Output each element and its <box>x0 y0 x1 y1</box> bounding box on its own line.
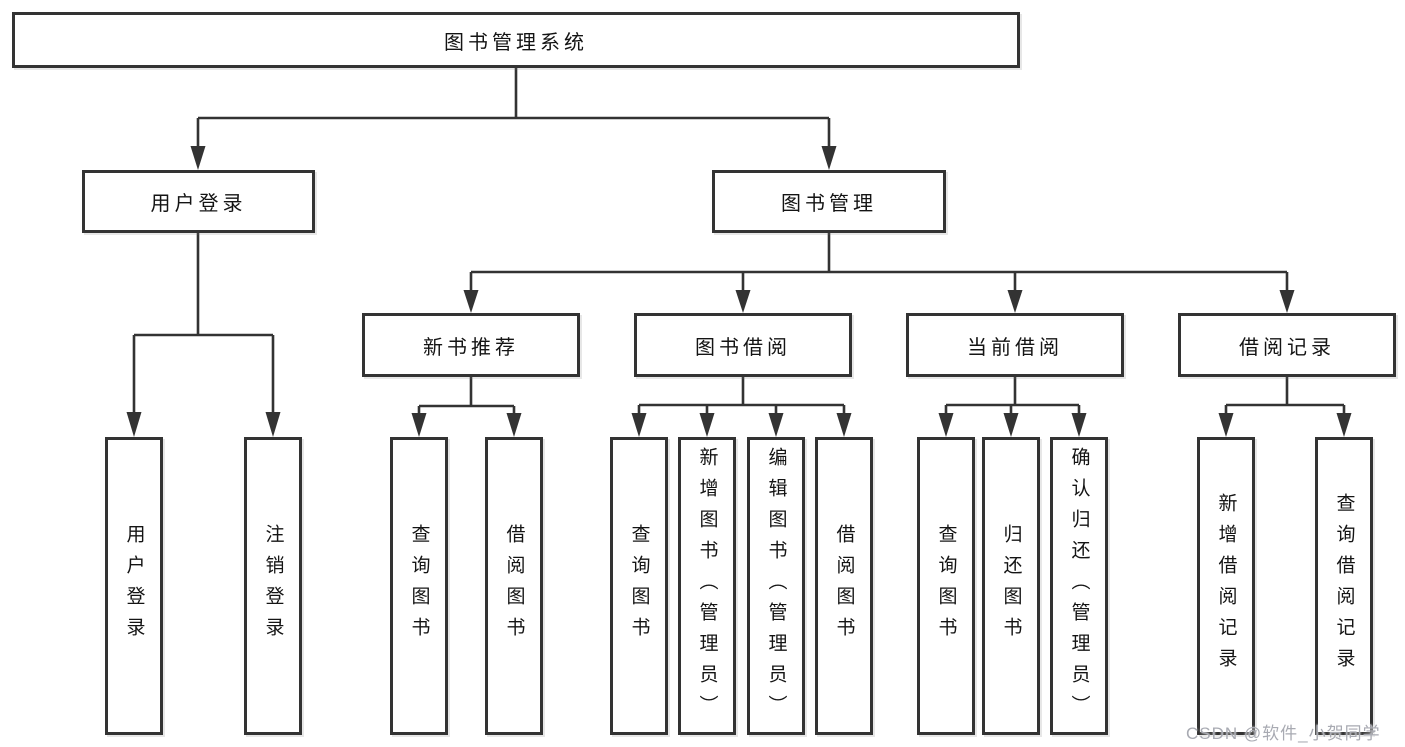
connector-borrow-records-children <box>1218 377 1352 437</box>
leaf-confirm-return-admin: 确认归还（管理员） <box>1050 437 1108 735</box>
leaf-user-login: 用户登录 <box>105 437 163 735</box>
leaf-borrow-book: 借阅图书 <box>815 437 873 735</box>
connector-book-management-children <box>463 233 1295 313</box>
node-label: 确认归还（管理员） <box>1068 446 1090 726</box>
node-root: 图书管理系统 <box>12 12 1020 68</box>
connector-new-book-children <box>411 377 522 437</box>
watermark: CSDN @软件_小贺同学 <box>1186 724 1381 743</box>
leaf-add-borrow-record: 新增借阅记录 <box>1197 437 1255 735</box>
node-label: 编辑图书（管理员） <box>765 446 787 726</box>
leaf-query-book-recommend: 查询图书 <box>390 437 448 735</box>
leaf-query-book-borrow: 查询图书 <box>610 437 668 735</box>
node-user-login: 用户登录 <box>82 170 315 233</box>
leaf-query-book-current: 查询图书 <box>917 437 975 735</box>
node-label: 新增图书（管理员） <box>696 446 718 726</box>
leaf-borrow-book-recommend: 借阅图书 <box>485 437 543 735</box>
node-label: 借阅图书 <box>503 524 525 648</box>
node-label: 查询借阅记录 <box>1333 493 1355 679</box>
node-label: 借阅记录 <box>1239 336 1335 359</box>
node-label: 新书推荐 <box>423 336 519 359</box>
connector-current-borrow-children <box>938 377 1087 437</box>
node-label: 查询图书 <box>935 524 957 648</box>
node-label: 注销登录 <box>262 524 284 648</box>
node-label: 查询图书 <box>628 524 650 648</box>
leaf-return-book: 归还图书 <box>982 437 1040 735</box>
connector-root-to-level2 <box>190 68 837 170</box>
leaf-query-borrow-record: 查询借阅记录 <box>1315 437 1373 735</box>
node-label: 借阅图书 <box>833 524 855 648</box>
node-label: 图书管理 <box>781 193 877 215</box>
node-label: 用户登录 <box>123 524 145 648</box>
node-label: 查询图书 <box>408 524 430 648</box>
node-label: 图书管理系统 <box>444 31 588 54</box>
node-label: 归还图书 <box>1000 524 1022 648</box>
leaf-edit-book-admin: 编辑图书（管理员） <box>747 437 805 735</box>
leaf-logout: 注销登录 <box>244 437 302 735</box>
connector-user-login-children <box>126 233 281 437</box>
connector-book-borrow-children <box>631 377 852 437</box>
node-book-borrow: 图书借阅 <box>634 313 852 377</box>
node-book-management: 图书管理 <box>712 170 946 233</box>
leaf-add-book-admin: 新增图书（管理员） <box>678 437 736 735</box>
node-borrow-records: 借阅记录 <box>1178 313 1396 377</box>
node-label: 用户登录 <box>150 193 247 215</box>
node-new-book-recommend: 新书推荐 <box>362 313 580 377</box>
node-label: 当前借阅 <box>967 336 1063 359</box>
node-label: 新增借阅记录 <box>1215 493 1237 679</box>
node-label: 图书借阅 <box>695 336 791 359</box>
node-current-borrow: 当前借阅 <box>906 313 1124 377</box>
